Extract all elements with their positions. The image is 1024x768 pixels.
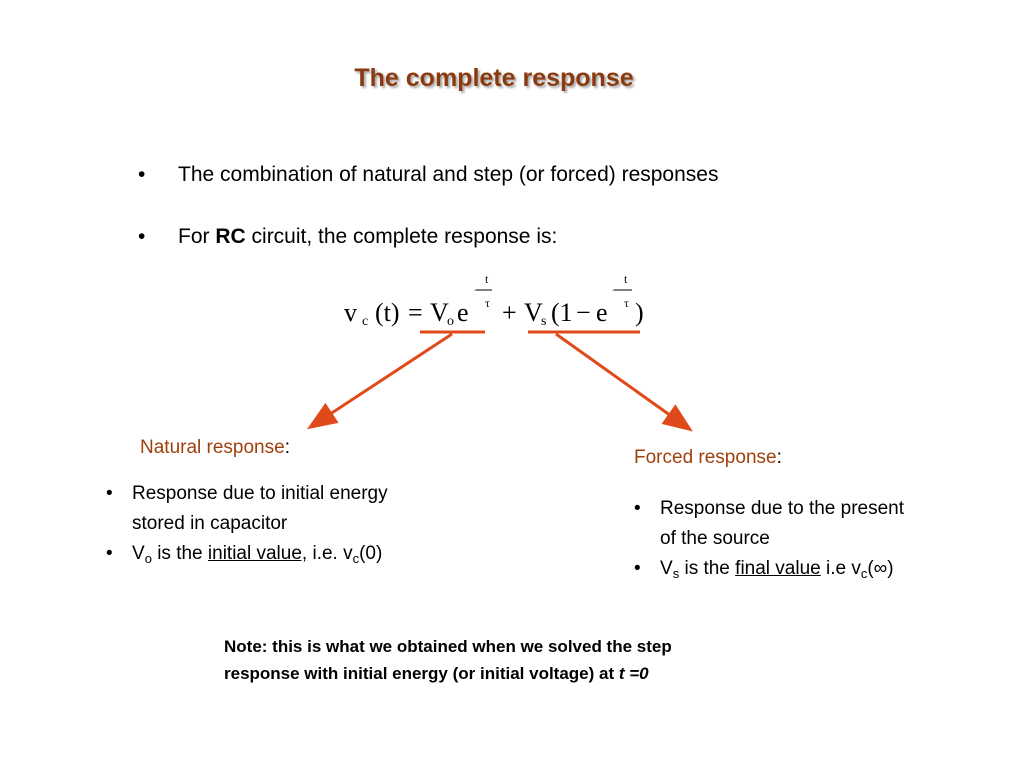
eq-sub-s: s [541, 314, 547, 329]
bullet-combination: • The combination of natural and step (o… [138, 163, 858, 189]
list-item: • Vs is the final value i.e vc(∞) [634, 558, 894, 581]
eq-e: e [457, 298, 469, 327]
eq-exp-t: t [624, 272, 628, 286]
eq-paren-t: (t) [375, 298, 400, 327]
list-item: • Vo is the initial value, i.e. vc(0) [106, 543, 383, 566]
bullet-text: The combination of natural and step (or … [178, 163, 719, 186]
natural-arrow [306, 332, 453, 430]
forced-response-list: • Response due to the present of the sou… [634, 494, 1014, 584]
note-text: Note: this is what we obtained when we s… [224, 637, 672, 683]
bullet-dot: • [138, 225, 146, 248]
list-item: • Response due to initial energy stored … [106, 483, 388, 534]
forced-response-heading: Forced response: [634, 447, 782, 468]
bullet-text: For RC circuit, the complete response is… [178, 225, 558, 248]
slide-title: The complete response [354, 64, 634, 92]
eq-v: v [344, 298, 357, 327]
natural-response-list: • Response due to initial energy stored … [106, 479, 506, 569]
eq-equals: = [408, 298, 423, 327]
rc-bold: RC [215, 225, 246, 248]
natural-response-heading: Natural response: [140, 437, 290, 458]
eq-plus: + [502, 298, 517, 327]
bullet-rc-circuit: • For RC circuit, the complete response … [138, 225, 698, 251]
eq-exp-t: t [485, 272, 489, 286]
eq-exp-tau: τ [485, 296, 490, 310]
eq-sub-o: o [447, 314, 454, 329]
forced-arrow [555, 332, 693, 432]
eq-sub-c: c [362, 314, 369, 329]
list-item: • Response due to the present of the sou… [634, 498, 905, 549]
eq-minus: − [576, 298, 591, 327]
eq-open: (1 [551, 298, 573, 327]
eq-e2: e [596, 298, 608, 327]
eq-exp-tau: τ [624, 296, 629, 310]
eq-V2: V [524, 298, 543, 327]
bullet-dot: • [138, 163, 146, 186]
eq-V: V [430, 298, 449, 327]
eq-close: ) [635, 298, 644, 327]
